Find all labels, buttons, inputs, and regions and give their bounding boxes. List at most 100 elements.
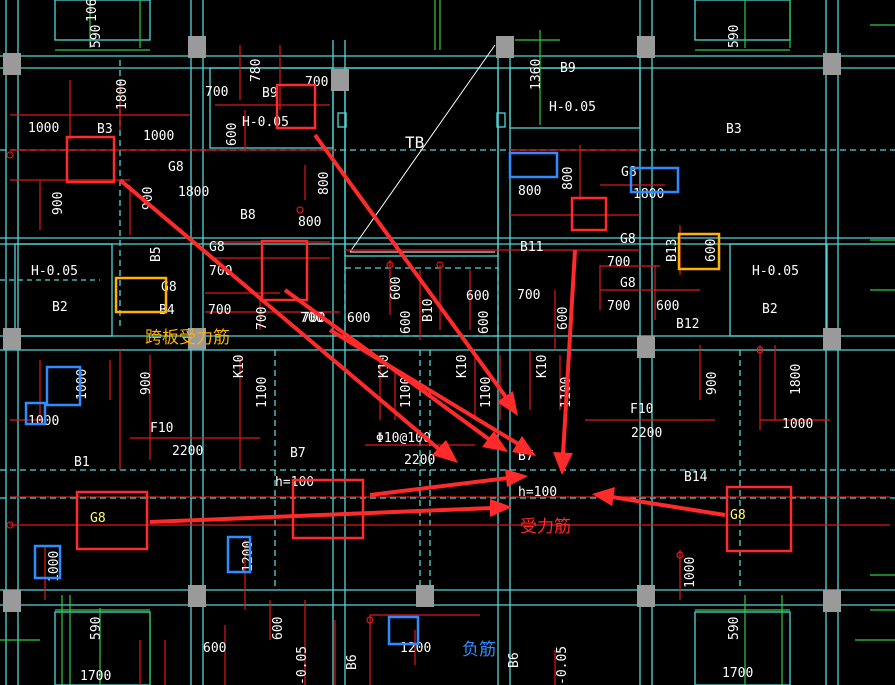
blue-marker [45,365,82,407]
blue-marker [629,166,680,194]
annotation-negative-rebar: 负筋 [462,640,496,660]
dim-label-th100b: h=100 [518,485,557,500]
dim-label-th100a: h=100 [275,475,314,490]
dim-label-t1000e: 1000 [782,417,813,432]
dim-label-t1060: 1060 [85,0,100,22]
dim-label-t600c: 600 [389,277,404,300]
dim-label-tH005d: H-0.05 [752,264,799,279]
red-marker [75,490,149,551]
dim-label-tTB: TB [405,133,424,152]
dim-label-t600e: 600 [466,289,489,304]
dim-label-t1000g: 1000 [683,557,698,588]
blue-marker [508,151,559,179]
marker-boxes [24,83,793,646]
orange-marker [114,276,168,314]
dim-label-t900b: 900 [141,187,156,210]
dim-label-t590a: 590 [89,25,104,48]
dim-label-t800a: 800 [317,172,332,195]
dim-label-tB1: B1 [74,455,90,470]
red-marker [260,239,309,302]
dim-label-t700e: 700 [255,307,270,330]
dim-label-t700a: 700 [205,85,228,100]
dim-label-tB6b: B6 [507,652,522,668]
dim-label-t1000a: 1000 [28,121,59,136]
orange-marker [677,232,721,271]
dim-label-tB3a: B3 [97,122,113,137]
dim-label-tG8d: G8 [161,280,177,295]
dim-label-t600f: 600 [477,311,492,334]
dim-label-tK10c: K10 [455,355,470,378]
dim-label-t1200a: 1200 [241,541,256,572]
dim-label-tG8f: G8 [620,276,636,291]
dim-label-tG8e: G8 [620,232,636,247]
red-marker [291,478,365,540]
dim-label-tB13: B13 [665,239,680,262]
dim-label-t700d: 700 [208,303,231,318]
dim-label-t600d: 600 [399,311,414,334]
dim-label-t600a: 600 [225,123,240,146]
dim-label-t1800c: 1800 [633,187,664,202]
dim-label-tG8c: G8 [209,240,225,255]
dim-label-tH005b: H-0.05 [549,100,596,115]
dim-label-tB12: B12 [676,317,699,332]
blue-marker [387,615,420,646]
dim-label-tB2a: B2 [52,300,68,315]
rebar-hooks [6,151,764,624]
dim-label-t700g: 700 [517,288,540,303]
dim-label-t900a: 900 [51,192,66,215]
dim-label-t900c: 900 [139,372,154,395]
dim-label-t1000f: 1000 [47,551,62,582]
dim-label-t2200a: 2200 [172,444,203,459]
dim-label-t600j: 600 [203,641,226,656]
dim-label-t700h: 700 [607,255,630,270]
dim-label-t900d: 900 [705,372,720,395]
dim-label-tB2b: B2 [762,302,778,317]
dim-label-tG8h: G8 [730,508,746,523]
dim-label-tH005c: H-0.05 [31,264,78,279]
dim-label-t700b: 700 [305,75,328,90]
dim-label-tB10: B10 [421,299,436,322]
red-marker [65,135,116,184]
dim-label-tK10a: K10 [232,355,247,378]
dim-label-t1360: 1360 [529,59,544,90]
dim-label-t600b: 600 [347,311,370,326]
dim-label-t600h: 600 [656,299,679,314]
annotation-span-rebar: 跨板受力筋 [145,328,230,348]
dim-label-t1800b: 1800 [178,185,209,200]
columns [3,36,841,612]
dim-label-tB5: B5 [149,246,164,262]
dim-label-t1000b: 1000 [143,129,174,144]
dim-label-t1700b: 1700 [722,666,753,681]
dim-label-t1000c: 1000 [75,369,90,400]
dim-label-t005f: -0.05 [555,646,570,685]
dim-label-t2200c: 2200 [631,426,662,441]
dim-label-t1100a: 1100 [255,377,270,408]
dim-label-tF10b: F10 [630,402,653,417]
dim-label-t800c: 800 [518,184,541,199]
dim-label-t1100c: 1100 [479,377,494,408]
blue-marker [24,401,47,426]
dim-label-t600i: 600 [704,239,719,262]
dim-label-tB3b: B3 [726,122,742,137]
dim-label-tB9b: B9 [560,61,576,76]
rebar-lines [10,45,890,685]
dim-label-t590c: 590 [89,617,104,640]
dim-label-t700i: 700 [607,299,630,314]
annotation-main-rebar: 受力筋 [520,517,571,537]
dim-label-t780: 780 [249,59,264,82]
dim-label-tG8a: G8 [168,160,184,175]
dim-label-tB14: B14 [684,470,708,485]
blue-marker [226,535,252,574]
dim-label-t1100b: 1100 [399,377,414,408]
dim-label-tphi10: Φ10@100 [376,431,431,446]
dim-label-t800d: 800 [561,167,576,190]
blue-marker [33,544,62,580]
dim-label-t590d: 590 [727,617,742,640]
dim-label-t005e: -0.05 [295,646,310,685]
dim-label-t600g: 600 [556,307,571,330]
red-marker [570,196,608,232]
